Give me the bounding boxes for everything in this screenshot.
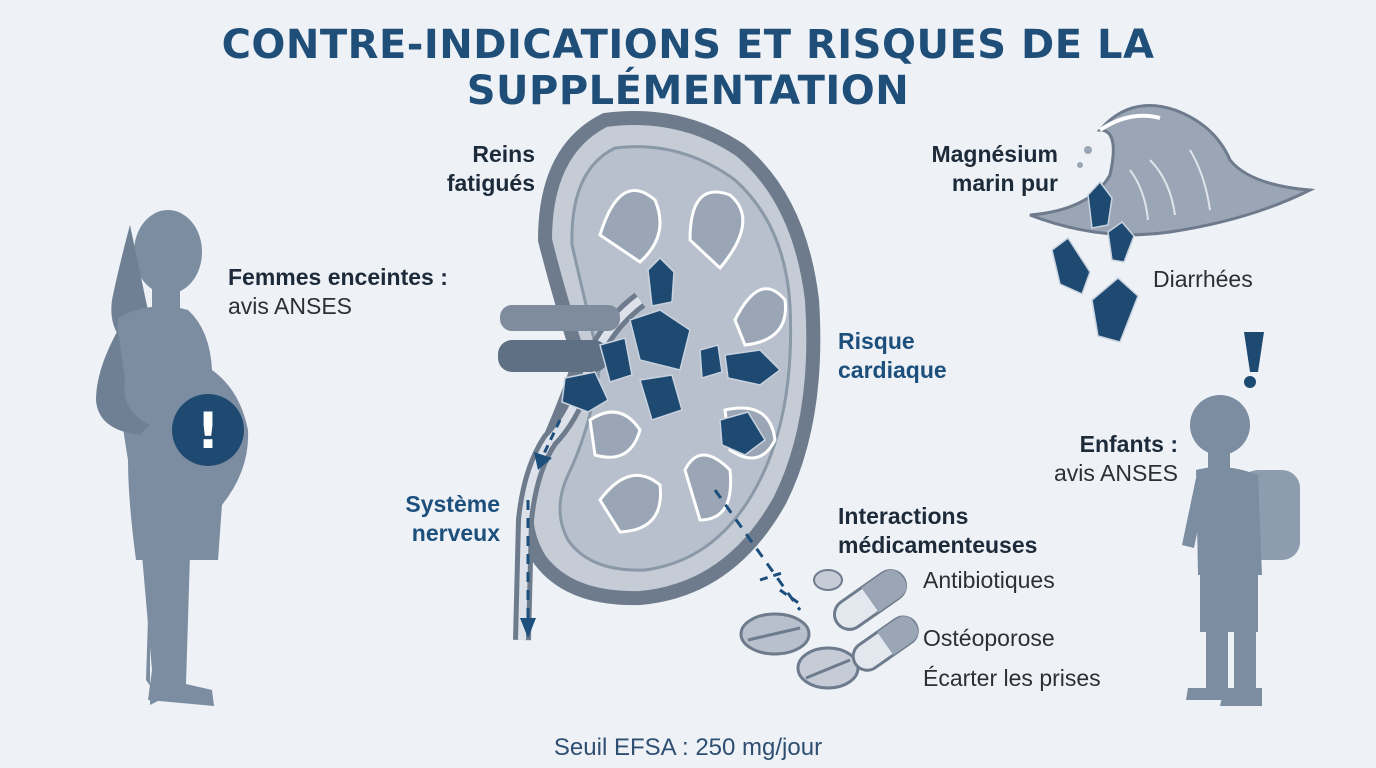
children-title: Enfants :	[1079, 431, 1178, 457]
pills-icon	[739, 569, 919, 690]
cardiac-risk-label: Risque cardiaque	[838, 328, 947, 383]
wave-icon	[1029, 104, 1316, 237]
page-title: CONTRE-INDICATIONS ET RISQUES DE LA SUPP…	[221, 22, 1155, 114]
pregnant-women-label: Femmes enceintes : avis ANSES	[228, 263, 448, 321]
nervous-system-label: Système nerveux	[405, 491, 500, 546]
children-note: avis ANSES	[1054, 460, 1178, 486]
exclamation-icon	[1244, 332, 1264, 388]
drug-interactions-label: Interactions médicamenteuses	[838, 503, 1038, 558]
diarrhea-label: Diarrhées	[1153, 266, 1253, 292]
crystal-icon	[561, 256, 782, 456]
pregnant-women-title: Femmes enceintes :	[228, 264, 448, 290]
marine-crystal-icon	[1051, 180, 1139, 343]
child-icon	[1182, 395, 1300, 706]
children-label: Enfants : avis ANSES	[1030, 430, 1178, 488]
kidneys-label: Reins fatigués	[446, 141, 535, 196]
spacing-doses-label: Écarter les prises	[923, 665, 1101, 691]
warning-mark: !	[197, 402, 220, 460]
warning-circle-icon	[172, 394, 244, 466]
marine-magnesium-label: Magnésium marin pur	[931, 141, 1058, 196]
antibiotics-label: Antibiotiques	[923, 567, 1055, 593]
pregnant-women-note: avis ANSES	[228, 293, 352, 319]
osteoporosis-label: Ostéoporose	[923, 625, 1055, 651]
efsa-threshold-footer: Seuil EFSA : 250 mg/jour	[553, 734, 823, 761]
